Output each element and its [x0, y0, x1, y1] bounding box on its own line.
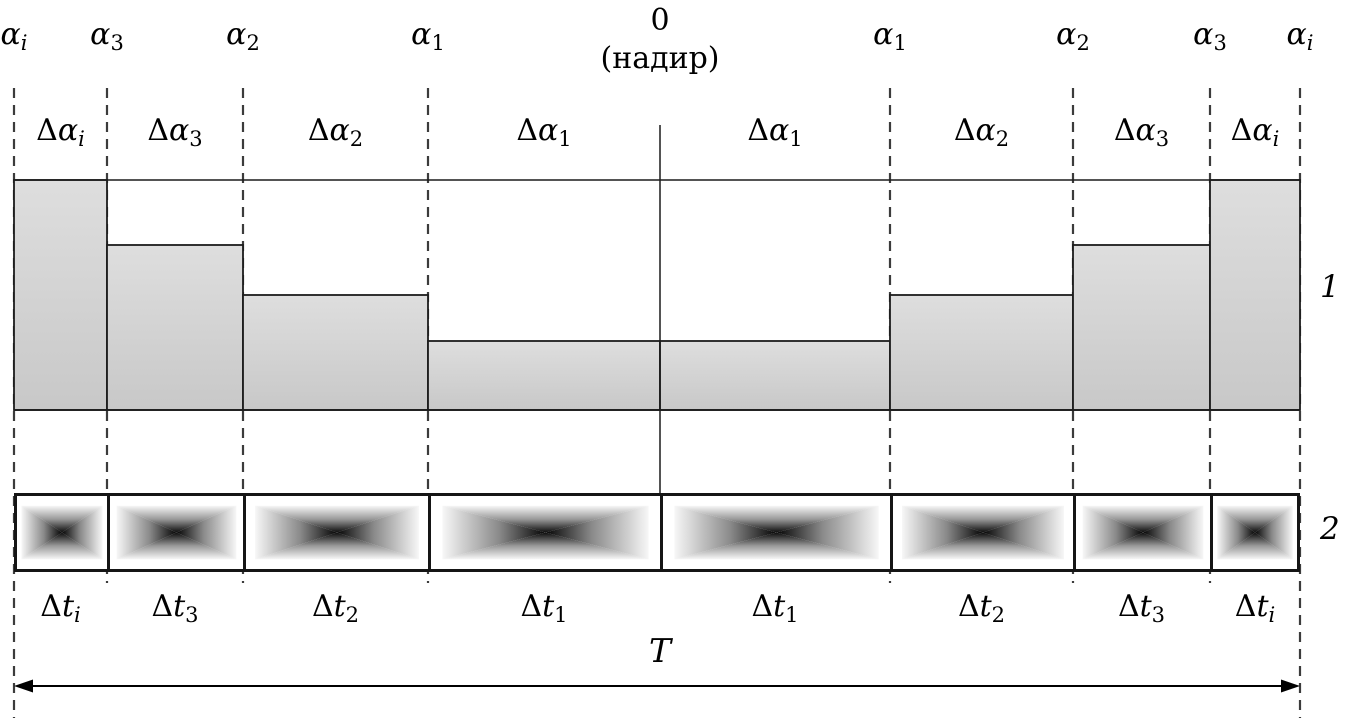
curve-2-label: 2: [1320, 511, 1340, 547]
period-arrow-right-head: [1281, 679, 1300, 693]
bowtie-bottom-triangle: [1082, 532, 1204, 560]
bowtie-top-triangle: [21, 505, 103, 533]
delta-t-label: Δt3: [151, 589, 199, 627]
nadir-label: 0 (надир): [601, 2, 720, 78]
scan-step-bar: [106, 244, 244, 411]
bowtie-right-triangle: [62, 505, 103, 560]
bowtie-left-triangle: [902, 505, 983, 560]
delta-t-label: Δt2: [311, 589, 360, 627]
ground-pixel-cell: [1073, 493, 1213, 572]
delta-alpha-label: Δαi: [36, 113, 85, 151]
ground-pixel-cell: [1210, 493, 1300, 572]
bowtie-bottom-triangle: [442, 532, 649, 560]
alpha-axis-label: α3: [1193, 17, 1227, 55]
ground-pixel-cell: [890, 493, 1076, 572]
ground-pixel-cell: [107, 493, 246, 572]
delta-alpha-label: Δα1: [516, 113, 572, 151]
bowtie-right-triangle: [983, 505, 1064, 560]
bowtie-bottom-triangle: [255, 532, 419, 560]
bowtie-top-triangle: [1217, 505, 1293, 533]
nadir-zero: 0: [650, 3, 670, 38]
scan-step-bar: [1072, 244, 1211, 411]
bowtie-bottom-triangle: [116, 532, 237, 560]
bowtie-left-triangle: [674, 505, 777, 560]
delta-t-label: Δt1: [751, 589, 799, 627]
bowtie-top-triangle: [116, 505, 237, 533]
alpha-axis-label: α2: [1056, 17, 1090, 55]
bowtie-top-triangle: [674, 505, 879, 533]
bowtie-right-triangle: [1143, 505, 1204, 560]
alpha-axis-label: α3: [90, 17, 124, 55]
period-arrow-left-head: [14, 679, 33, 693]
delta-alpha-label: Δα1: [747, 113, 803, 151]
ground-pixel-cell: [14, 493, 110, 572]
bowtie-gradient: [21, 505, 103, 560]
delta-alpha-label: Δα2: [953, 113, 1010, 151]
delta-t-label: Δt2: [957, 589, 1006, 627]
delta-t-label: Δti: [1234, 589, 1276, 627]
bowtie-right-triangle: [337, 505, 419, 560]
bowtie-gradient: [116, 505, 237, 560]
bowtie-right-triangle: [176, 505, 237, 560]
bowtie-right-triangle: [1255, 505, 1293, 560]
scan-step-bar: [889, 294, 1074, 411]
alpha-axis-label: α1: [873, 17, 907, 55]
bowtie-top-triangle: [255, 505, 419, 533]
alpha-axis-label: α1: [411, 17, 445, 55]
bowtie-bottom-triangle: [21, 532, 103, 560]
bowtie-gradient: [1082, 505, 1204, 560]
scan-step-bar: [659, 340, 891, 411]
bowtie-left-triangle: [442, 505, 546, 560]
bowtie-bottom-triangle: [902, 532, 1064, 560]
curve-1-label: 1: [1320, 269, 1340, 305]
bowtie-right-triangle: [776, 505, 879, 560]
scan-step-bar: [13, 179, 108, 411]
bowtie-gradient: [902, 505, 1064, 560]
delta-alpha-label: Δα3: [147, 113, 203, 151]
nadir-word: (надир): [600, 40, 720, 76]
period-T-label: T: [648, 631, 672, 670]
bowtie-top-triangle: [902, 505, 1064, 533]
alpha-axis-label: αi: [0, 17, 28, 55]
scan-step-bar: [427, 340, 661, 411]
delta-t-label: Δt1: [520, 589, 568, 627]
delta-alpha-label: Δαi: [1230, 113, 1280, 151]
bowtie-top-triangle: [442, 505, 649, 533]
bowtie-left-triangle: [21, 505, 62, 560]
bowtie-left-triangle: [255, 505, 337, 560]
bowtie-top-triangle: [1082, 505, 1204, 533]
bowtie-gradient: [674, 505, 879, 560]
delta-alpha-label: Δα2: [307, 113, 364, 151]
bowtie-bottom-triangle: [674, 532, 879, 560]
bowtie-left-triangle: [116, 505, 177, 560]
bowtie-right-triangle: [545, 505, 649, 560]
bowtie-gradient: [442, 505, 649, 560]
delta-t-label: Δt3: [1117, 589, 1166, 627]
bowtie-bottom-triangle: [1217, 532, 1293, 560]
ground-pixel-cell: [428, 493, 663, 572]
delta-alpha-label: Δα3: [1113, 113, 1170, 151]
ground-pixel-cell: [660, 493, 893, 572]
scan-step-bar: [1209, 179, 1301, 411]
scan-step-bar: [242, 294, 429, 411]
delta-t-label: Δti: [40, 589, 81, 627]
bowtie-gradient: [1217, 505, 1293, 560]
alpha-axis-label: α2: [226, 17, 260, 55]
ground-pixel-cell: [243, 493, 431, 572]
bowtie-left-triangle: [1082, 505, 1143, 560]
alpha-axis-label: αi: [1286, 17, 1314, 55]
bowtie-left-triangle: [1217, 505, 1255, 560]
bowtie-gradient: [255, 505, 419, 560]
